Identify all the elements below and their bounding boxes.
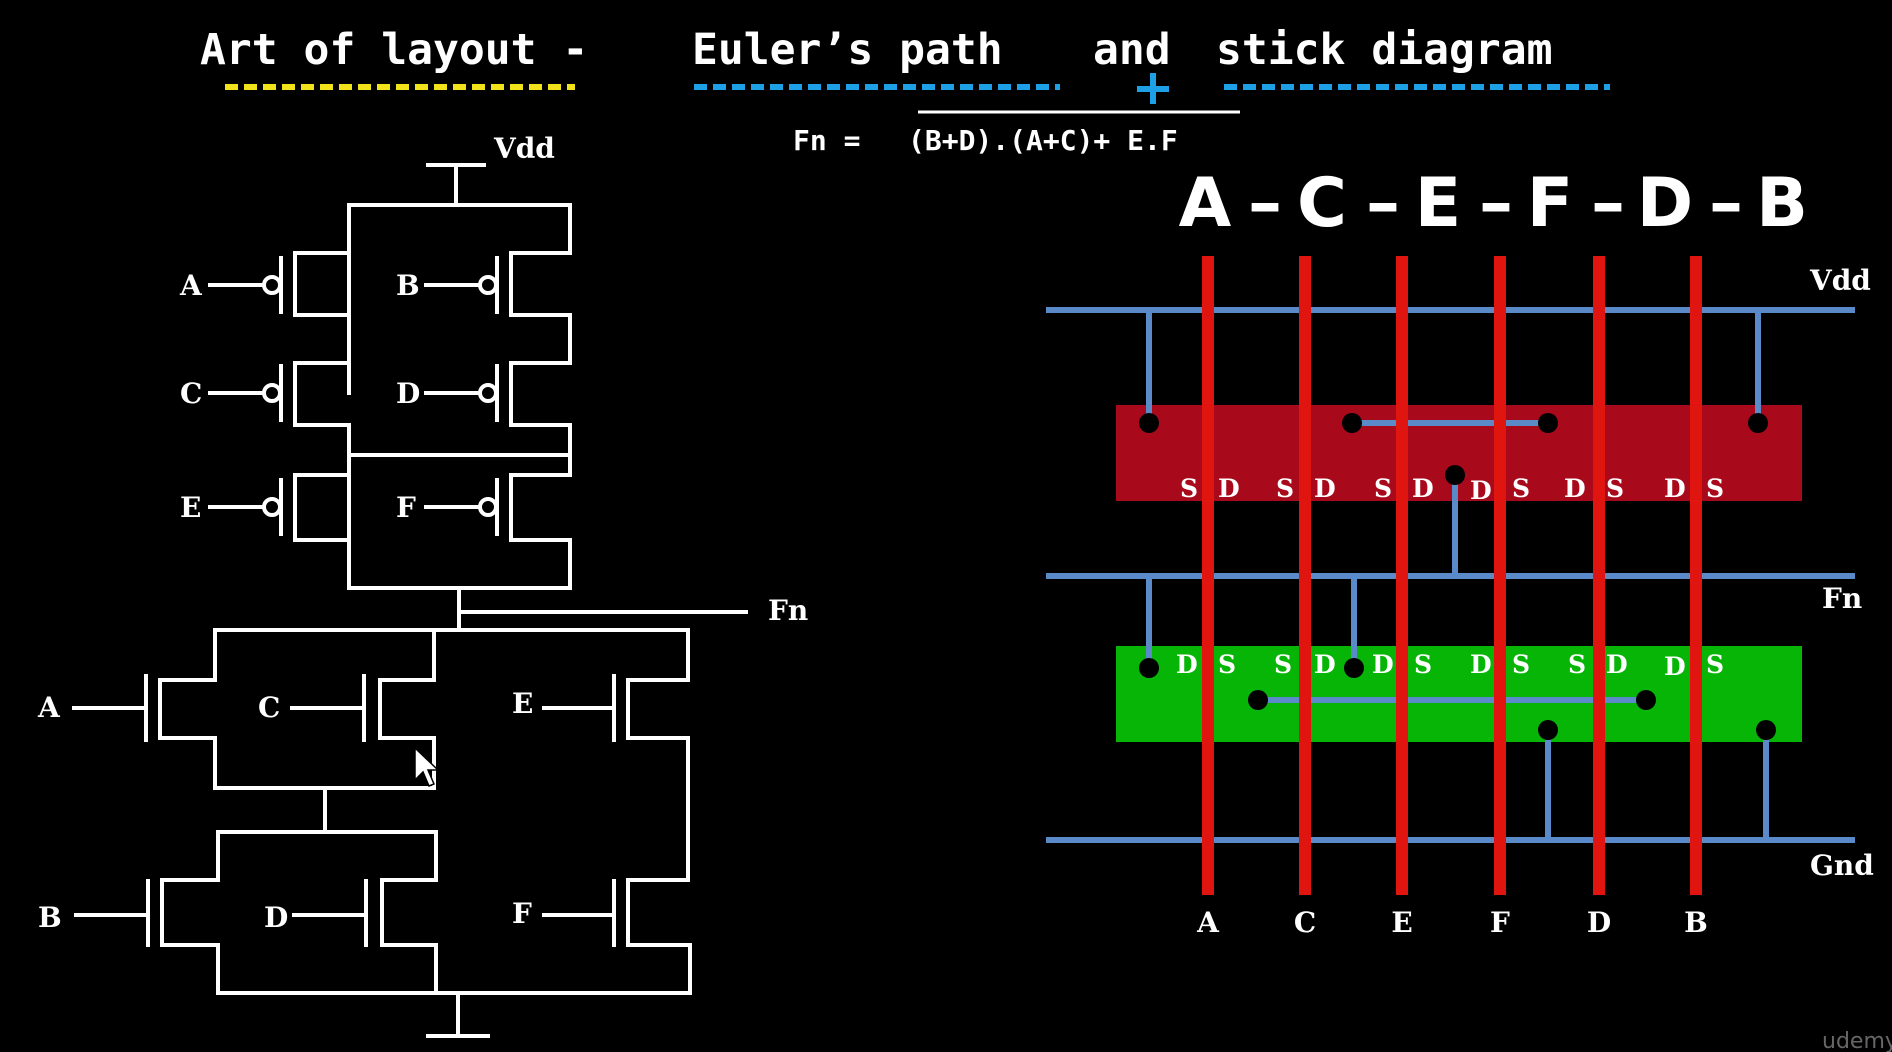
p-sd-label: D [1218,474,1240,503]
plus-icon [1137,73,1169,104]
fn-output-label: Fn [768,594,808,627]
n-sd-label: S [1512,650,1530,679]
nmos-top-rail [213,628,690,682]
seq-dash: – [1479,164,1513,243]
seq-dash: – [1366,164,1400,243]
column-label-b: B [1684,906,1708,939]
watermark: udemy [1822,1029,1892,1052]
cmos-schematic: Vdd A C B [37,132,808,1038]
p-sd-label: D [1470,476,1492,505]
p-sd-label: D [1314,474,1336,503]
seq-node-d: D [1637,164,1693,243]
nmos-gate-label-a: A [37,691,61,724]
n-sd-label: S [1568,650,1586,679]
pmos-transistor-c: C [180,361,351,457]
p-sd-label: S [1374,474,1392,503]
pmos-transistor-b: B [396,251,572,365]
n-sd-labels: D S S D D S D S S D D S [1176,650,1724,681]
nmos-transistor-c: C [258,674,366,742]
nmos-gate-label-b: B [38,901,62,934]
n-sd-label: S [1218,650,1236,679]
n-sd-label: D [1314,650,1336,679]
seq-dash: – [1591,164,1625,243]
p-sd-label: S [1180,474,1198,503]
title-part-1: Art of layout - [200,25,588,75]
nmos-transistor-e: E [512,674,616,742]
p-sd-label: S [1276,474,1294,503]
nmos-bd-top [216,830,438,854]
vdd-label: Vdd [493,132,555,165]
p-sd-label: D [1664,474,1686,503]
seq-dash: – [1709,164,1743,243]
seq-node-c: C [1297,164,1347,243]
cursor-icon [414,746,440,787]
p-sd-label: S [1606,474,1624,503]
pmos-top-rail [347,203,572,255]
pmos-gate-label-d: D [396,377,420,410]
fn-rail-label: Fn [1822,582,1862,615]
n-sd-label: D [1470,650,1492,679]
pmos-transistor-a: A [179,251,351,395]
n-sd-label: D [1176,650,1198,679]
column-labels: A C E F D B [1196,906,1708,939]
formula: Fn = (B+D).(A+C)+ E.F [793,110,1240,157]
column-label-a: A [1196,906,1220,939]
gnd-rail-label: Gnd [1810,849,1874,882]
nmos-gate-label-c: C [258,691,280,724]
column-label-f: F [1490,906,1510,939]
nmos-transistor-b: B [38,879,150,947]
stick-diagram: Vdd Fn Gnd [1046,256,1874,939]
nmos-transistor-a: A [37,674,148,742]
n-sd-label: D [1372,650,1394,679]
title-part-4: stick diagram [1216,25,1553,75]
seq-node-b: B [1756,164,1808,243]
seq-node-e: E [1415,164,1461,243]
formula-rhs: (B+D).(A+C)+ E.F [908,124,1178,157]
n-sd-label: D [1664,652,1686,681]
nmos-gate-label-e: E [512,687,533,720]
p-sd-label: S [1706,474,1724,503]
pmos-gate-label-c: C [180,377,202,410]
formula-lhs: Fn = [793,124,860,157]
pmos-transistor-e: E [180,473,351,542]
n-sd-label: S [1414,650,1432,679]
column-label-e: E [1391,906,1412,939]
p-sd-label: D [1564,474,1586,503]
n-sd-label: D [1606,650,1628,679]
pmos-transistor-f: F [396,473,572,542]
contacts [1139,413,1776,740]
p-sd-labels: S D S D S D D S D S D S [1180,474,1724,505]
pmos-gate-label-e: E [180,491,201,524]
nmos-bd-ef-rails [160,678,692,995]
title: Art of layout - Euler’s path and stick d… [200,25,1610,104]
column-label-c: C [1294,906,1316,939]
nmos-gate-label-f: F [512,897,532,930]
p-sd-label: D [1412,474,1434,503]
euler-sequence: A – C – E – F – D – B [1179,164,1808,243]
pmos-transistor-d: D [396,361,572,477]
column-label-d: D [1587,906,1611,939]
n-sd-label: S [1274,650,1292,679]
nmos-transistor-f: F [512,879,616,947]
n-diffusion [1116,646,1802,742]
pmos-gate-label-a: A [179,269,203,302]
seq-dash: – [1248,164,1282,243]
title-part-2: Euler’s path [692,25,1003,75]
pmos-gate-label-b: B [396,269,420,302]
nmos-d-rail [380,850,438,995]
p-sd-label: S [1512,474,1530,503]
pmos-gate-label-f: F [396,491,416,524]
nmos-transistor-d: D [264,879,368,947]
seq-node-f: F [1527,164,1573,243]
n-sd-label: S [1706,650,1724,679]
nmos-gate-label-d: D [264,901,288,934]
nmos-ac-parallel [158,678,436,790]
title-part-3: and [1093,25,1171,75]
seq-node-a: A [1179,164,1232,243]
vdd-rail-label: Vdd [1809,264,1871,297]
